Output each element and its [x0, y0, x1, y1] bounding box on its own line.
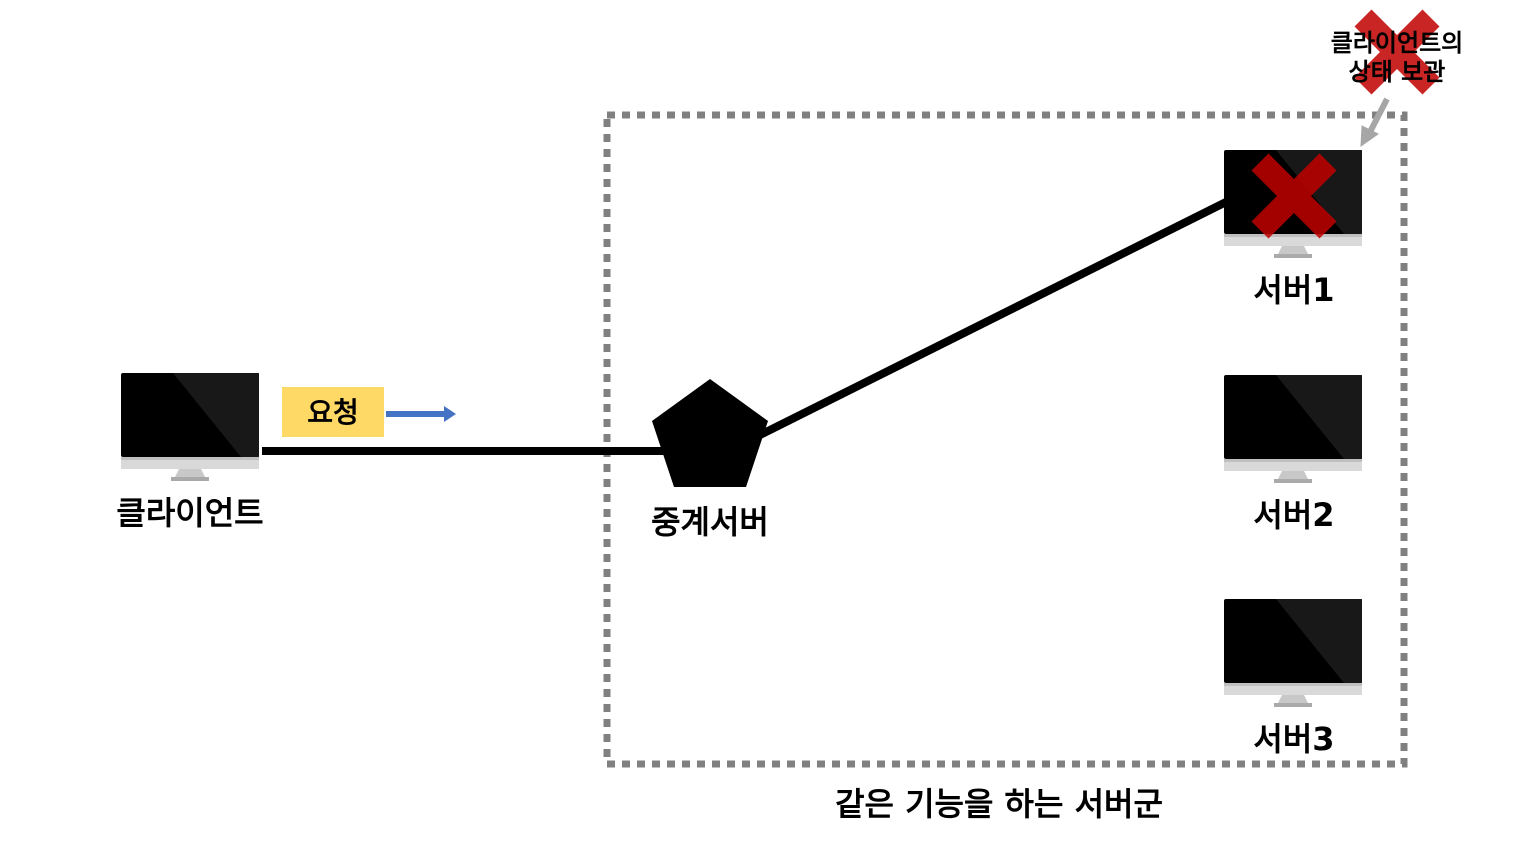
client-monitor-icon [121, 373, 259, 481]
server2-monitor-icon [1224, 375, 1362, 483]
server-cluster-box [603, 111, 1408, 768]
relay-server1-link [698, 191, 1242, 469]
server1-label: 서버1 [1253, 271, 1334, 309]
request-arrow-icon [386, 406, 456, 422]
request-label: 요청 [307, 396, 359, 429]
request-box [282, 387, 384, 437]
cluster-caption: 같은 기능을 하는 서버군 [835, 785, 1163, 823]
relay-server-label: 중계서버 [651, 503, 769, 541]
server3-monitor-icon [1224, 599, 1362, 707]
state-note-line2: 상태 보관 [1349, 58, 1446, 86]
relay-pentagon-icon [652, 379, 768, 487]
server3-label: 서버3 [1253, 720, 1334, 758]
client-label: 클라이언트 [116, 494, 263, 532]
note-pointer-arrow-icon [1360, 97, 1390, 148]
server2-label: 서버2 [1253, 496, 1334, 534]
state-note-line1: 클라이언트의 [1331, 29, 1463, 57]
